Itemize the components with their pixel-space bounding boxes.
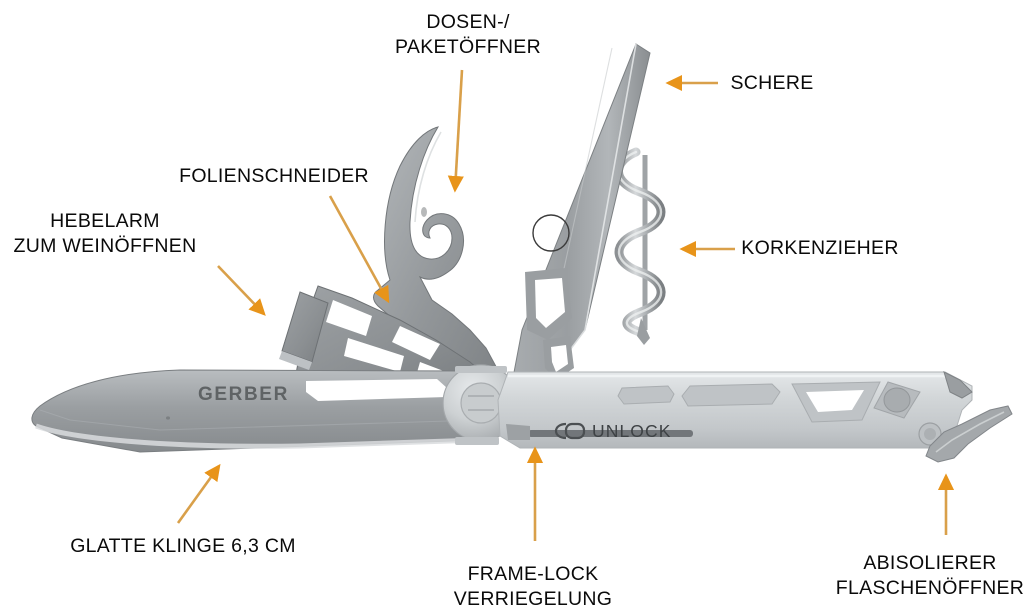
lock-icon bbox=[554, 422, 586, 440]
callout-label-glatte-klinge: GLATTE KLINGE 6,3 CM bbox=[70, 535, 296, 557]
callout-label-hebelarm-zum-weinoeffnen: HEBELARM ZUM WEINÖFFNEN bbox=[13, 210, 197, 257]
wine-lever-arm-tool bbox=[279, 291, 329, 370]
callout-label-folienschneider: FOLIENSCHNEIDER bbox=[179, 165, 369, 187]
brand-engraving: GERBER bbox=[198, 384, 289, 405]
callout-label-frame-lock-verriegelung: FRAME-LOCK VERRIEGELUNG bbox=[453, 563, 613, 610]
callout-label-dosen-paketoeffner: DOSEN-/ PAKETÖFFNER bbox=[395, 11, 541, 58]
handle-frame bbox=[497, 371, 973, 449]
callout-label-korkenzieher: KORKENZIEHER bbox=[741, 237, 899, 259]
can-package-opener-tool bbox=[373, 126, 501, 383]
scissors-tool bbox=[511, 43, 651, 386]
plain-edge-blade: GERBER bbox=[31, 369, 481, 453]
wire-stripper-bottle-opener bbox=[925, 371, 1013, 463]
callout-label-abisolierer-flaschenoeffner: ABISOLIERER FLASCHENÖFFNER bbox=[835, 552, 1024, 599]
corkscrew-tool bbox=[614, 147, 666, 345]
unlock-text: UNLOCK bbox=[592, 421, 672, 441]
callout-label-schere: SCHERE bbox=[730, 72, 814, 94]
unlock-marking: UNLOCK bbox=[554, 421, 672, 441]
